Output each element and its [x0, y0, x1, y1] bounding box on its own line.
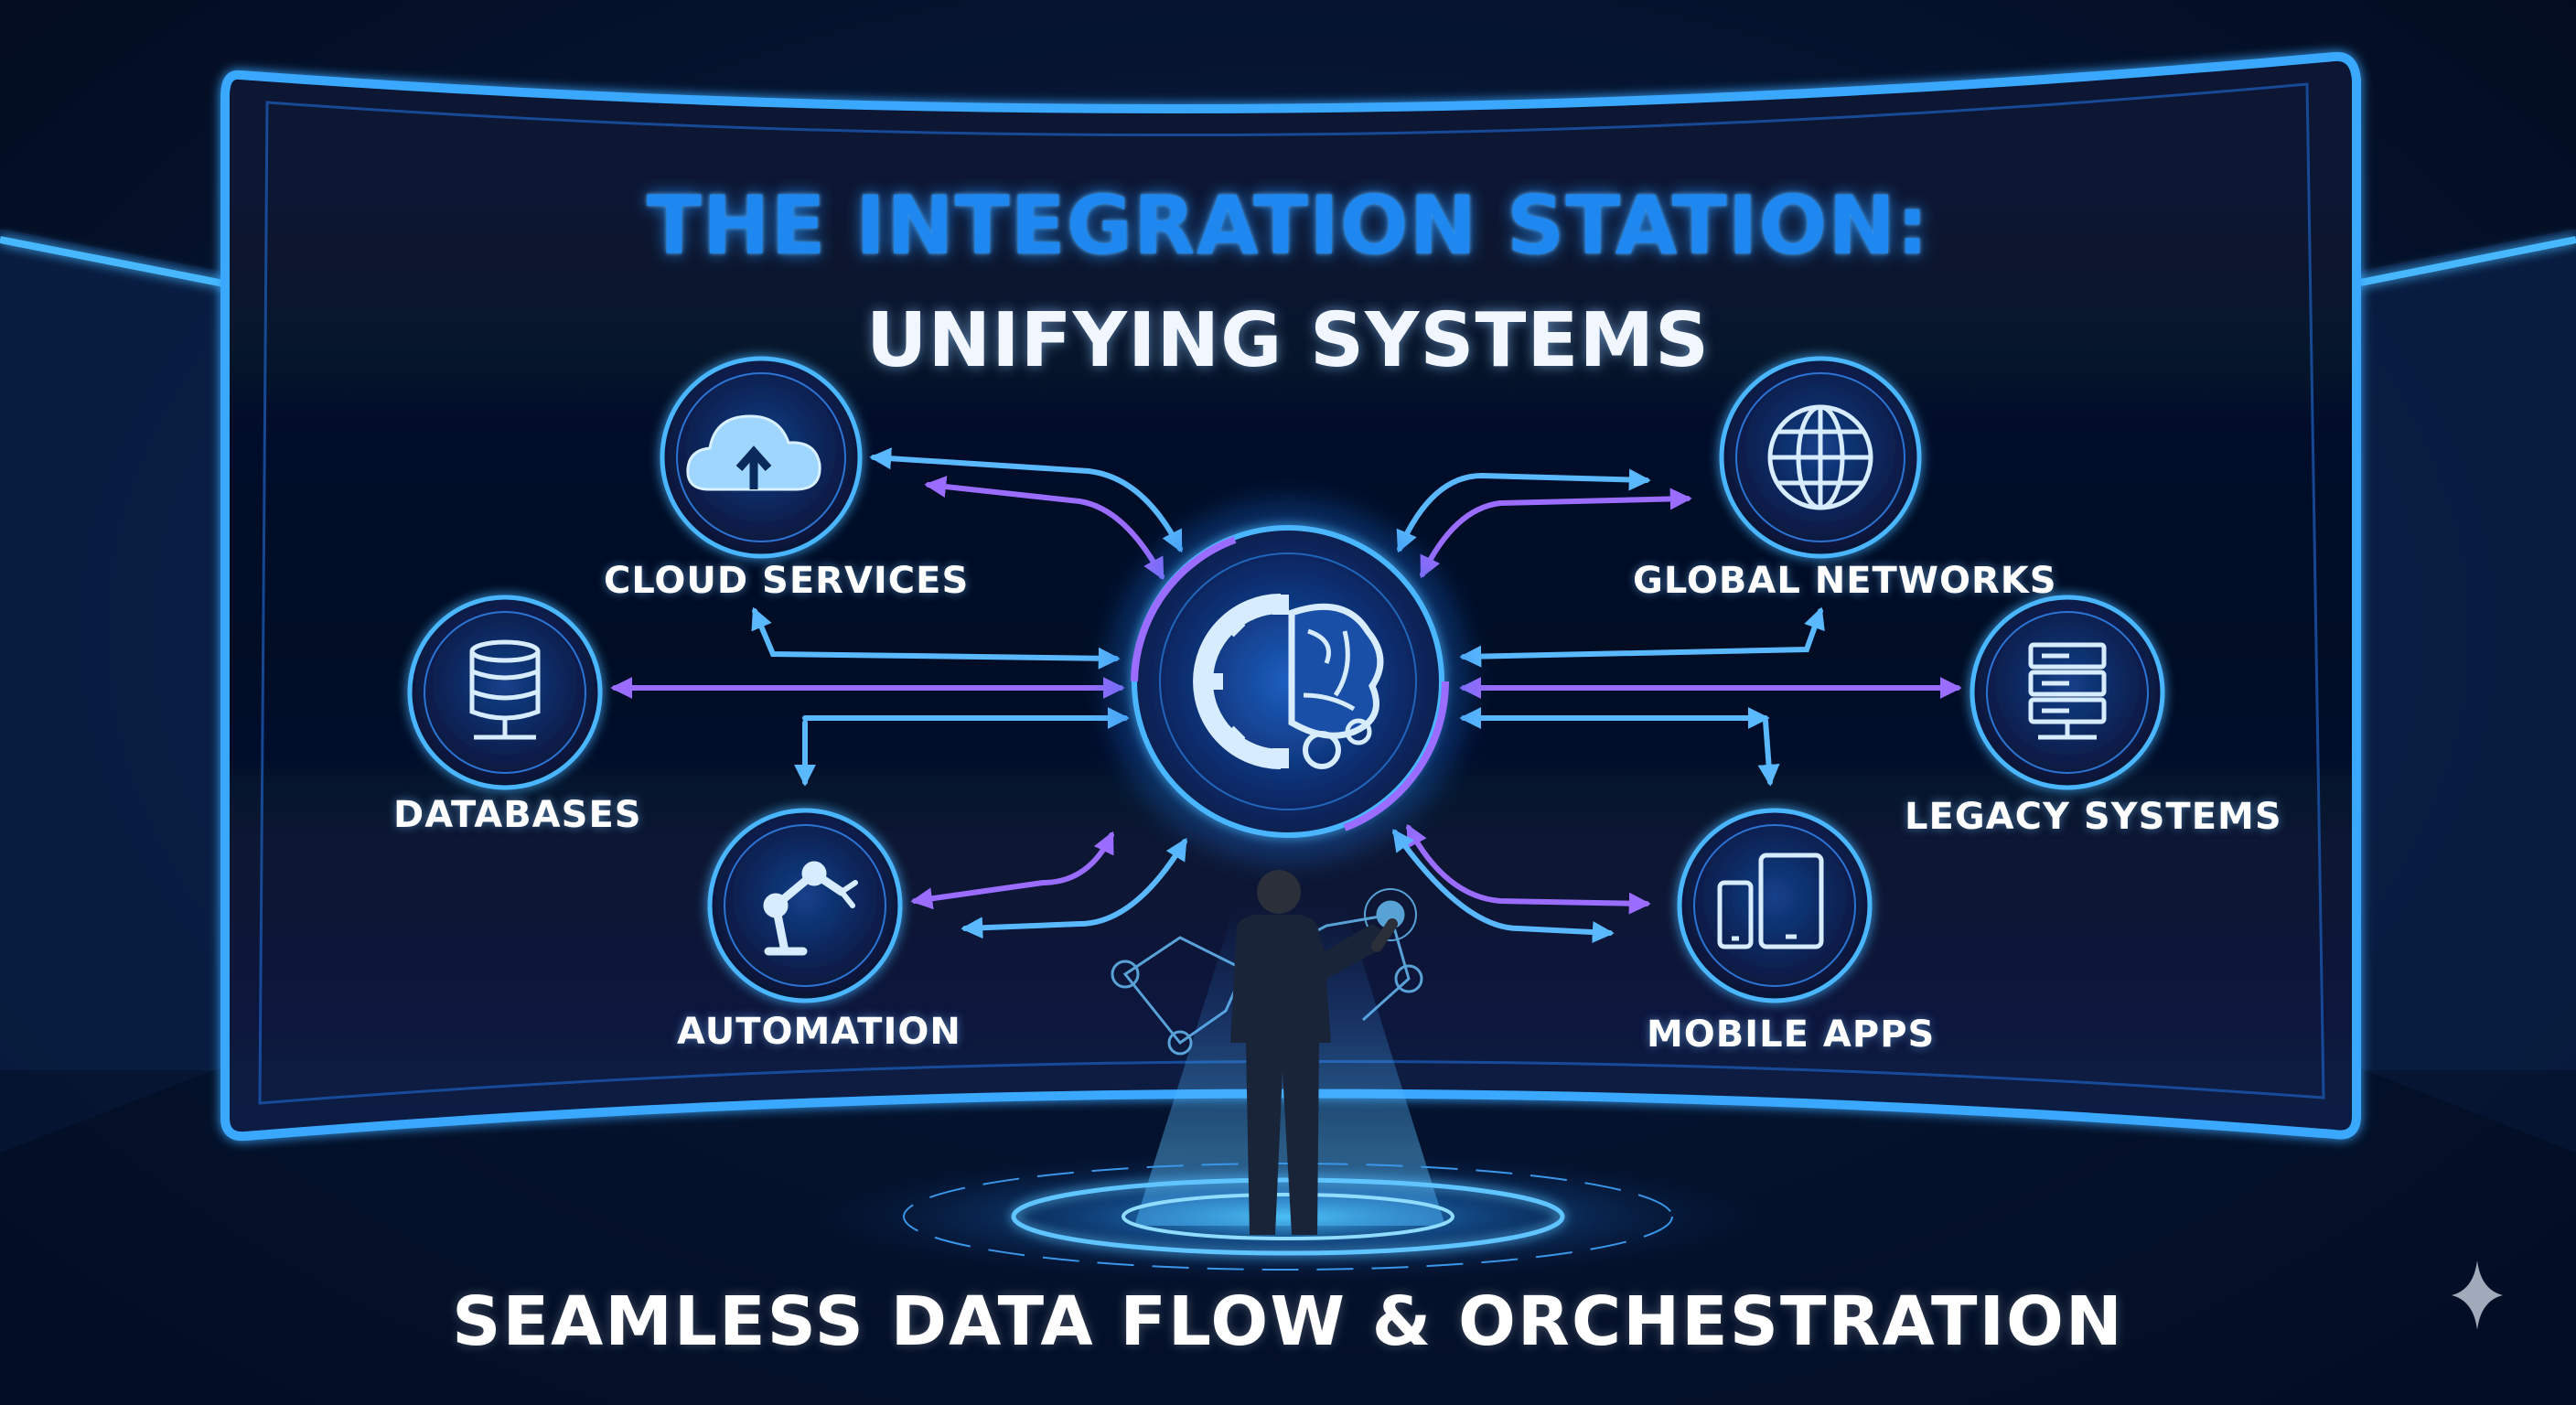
businessman-figure	[1230, 870, 1398, 1235]
robotic-arm-icon	[763, 861, 858, 956]
mobile-devices-icon	[1717, 853, 1824, 949]
node-legacy-systems	[1970, 595, 2165, 790]
label-cloud-services: CLOUD SERVICES	[604, 560, 970, 602]
database-icon	[469, 639, 541, 740]
node-cloud-services	[660, 356, 863, 559]
title-line-1: THE INTEGRATION STATION:	[646, 178, 1930, 273]
node-databases	[407, 595, 603, 790]
title-line-2: UNIFYING SYSTEMS	[865, 297, 1711, 384]
globe-icon	[1767, 404, 1873, 510]
label-databases: DATABASES	[393, 794, 642, 836]
label-mobile-apps: MOBILE APPS	[1647, 1014, 1936, 1056]
sparkle-icon	[2452, 1260, 2503, 1330]
label-legacy-systems: LEGACY SYSTEMS	[1905, 796, 2282, 838]
server-rack-icon	[2028, 642, 2107, 740]
gear-brain-hub-icon	[1193, 594, 1384, 769]
footer-tagline: SEAMLESS DATA FLOW & ORCHESTRATION	[452, 1282, 2124, 1361]
label-global-networks: GLOBAL NETWORKS	[1633, 560, 2057, 602]
node-mobile-apps	[1677, 808, 1873, 1003]
node-automation	[707, 808, 903, 1003]
cloud-upload-icon	[686, 414, 821, 491]
label-automation: AUTOMATION	[677, 1011, 961, 1053]
central-hub	[1105, 499, 1471, 864]
node-global-networks	[1719, 356, 1922, 559]
